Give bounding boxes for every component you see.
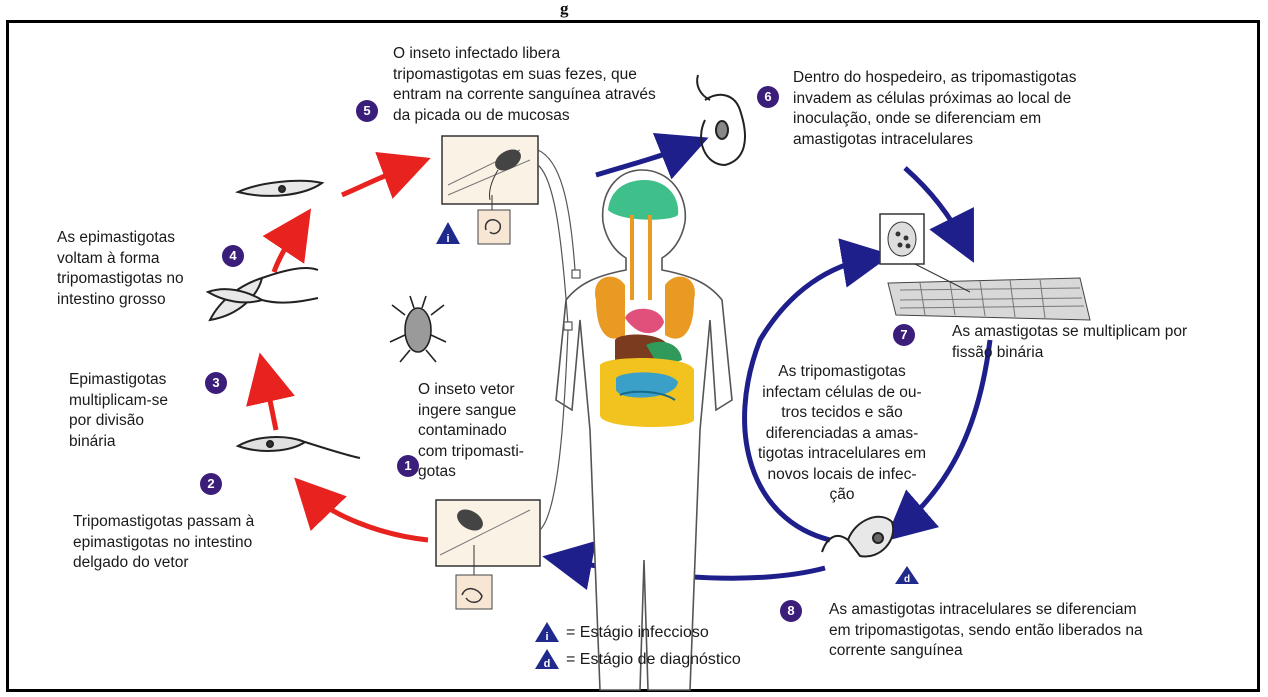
step-badge-4: 4 [222, 245, 244, 267]
step-5-text: O inseto infectado libera tripomastigota… [393, 44, 656, 126]
arrow-step2-to-step3 [264, 372, 276, 430]
step-badge-8: 8 [780, 600, 802, 622]
arrow-step3-to-step4 [274, 225, 300, 272]
step-badge-6: 6 [757, 86, 779, 108]
kissing-bug-icon [390, 296, 446, 362]
svg-text:d: d [904, 574, 910, 585]
insect-cycle-arrows [264, 165, 428, 540]
arrow-step4-to-step5 [342, 165, 412, 195]
svg-text:i: i [446, 233, 449, 245]
step-badge-7: 7 [893, 324, 915, 346]
diagnostic-legend-label: = Estágio de diagnóstico [566, 650, 741, 670]
step-7-text: As amastigotas se multiplicam por fissão… [952, 322, 1187, 363]
diagnostic-legend-icon: d [534, 648, 560, 670]
step-1-text: O inseto vetor ingere sangue contaminado… [418, 380, 524, 483]
step-6-text: Dentro do hospedeiro, as tripomastigotas… [793, 68, 1076, 150]
diagnostic-stage-marker: d [895, 566, 919, 585]
step-2-text: Tripomastigotas passam à epimastigotas n… [73, 512, 254, 574]
trypomastigote-icon-step2 [238, 437, 360, 458]
trypomastigote-icon-step8 [822, 517, 893, 557]
amastigote-cell-step7 [880, 214, 1090, 320]
insect-bite-box-step1 [436, 500, 540, 609]
reinfection-text: As tripomastigotas infectam células de o… [758, 362, 926, 506]
step-3-text: Epimastigotas multiplicam-se por divisão… [69, 370, 168, 452]
infective-stage-marker: i [436, 222, 460, 245]
epimastigote-cluster-icon [208, 268, 318, 320]
step-badge-2: 2 [200, 473, 222, 495]
trypomastigote-icon-step6 [697, 75, 745, 165]
step-badge-1: 1 [397, 455, 419, 477]
svg-text:i: i [545, 631, 548, 643]
step-4-text: As epimastigotas voltam à forma tripomas… [57, 228, 184, 310]
human-body-icon [556, 170, 732, 690]
step-badge-5: 5 [356, 100, 378, 122]
infective-legend-icon: i [534, 621, 560, 643]
arrow-step1-to-step2 [308, 492, 428, 540]
step-8-text: As amastigotas intracelulares se diferen… [829, 600, 1143, 662]
insect-bite-box-step5 [442, 136, 538, 244]
svg-text:d: d [544, 658, 551, 670]
infective-legend-label: = Estágio infeccioso [566, 623, 709, 643]
step-badge-3: 3 [205, 372, 227, 394]
trypomastigote-icon-step4-top [238, 181, 322, 196]
